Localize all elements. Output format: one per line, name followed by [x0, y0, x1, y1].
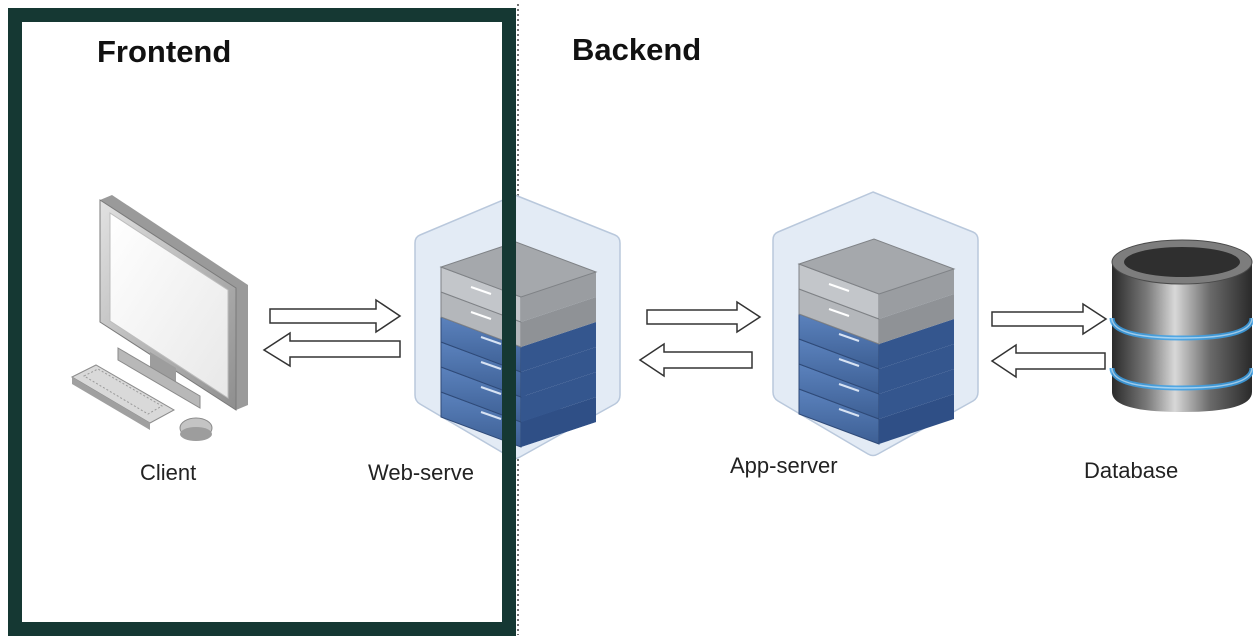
client-computer-icon	[70, 195, 248, 441]
client-label: Client	[140, 460, 197, 485]
arrow-web-to-client-icon	[262, 331, 401, 368]
arrow-app-to-web-icon	[638, 342, 753, 378]
frontend-heading: Frontend	[97, 34, 232, 69]
arrow-db-to-app-icon	[990, 343, 1106, 379]
web-server-icon	[414, 194, 621, 460]
backend-heading: Backend	[572, 32, 702, 67]
arrow-app-to-db-icon	[991, 302, 1108, 336]
app-server-icon	[772, 191, 979, 457]
web-server-label: Web-serve	[368, 460, 474, 485]
database-icon	[1109, 239, 1253, 412]
arrow-web-to-app-icon	[646, 300, 762, 334]
database-label: Database	[1084, 458, 1179, 483]
app-server-label: App-server	[730, 453, 838, 478]
arrow-client-to-web-icon	[269, 298, 402, 334]
